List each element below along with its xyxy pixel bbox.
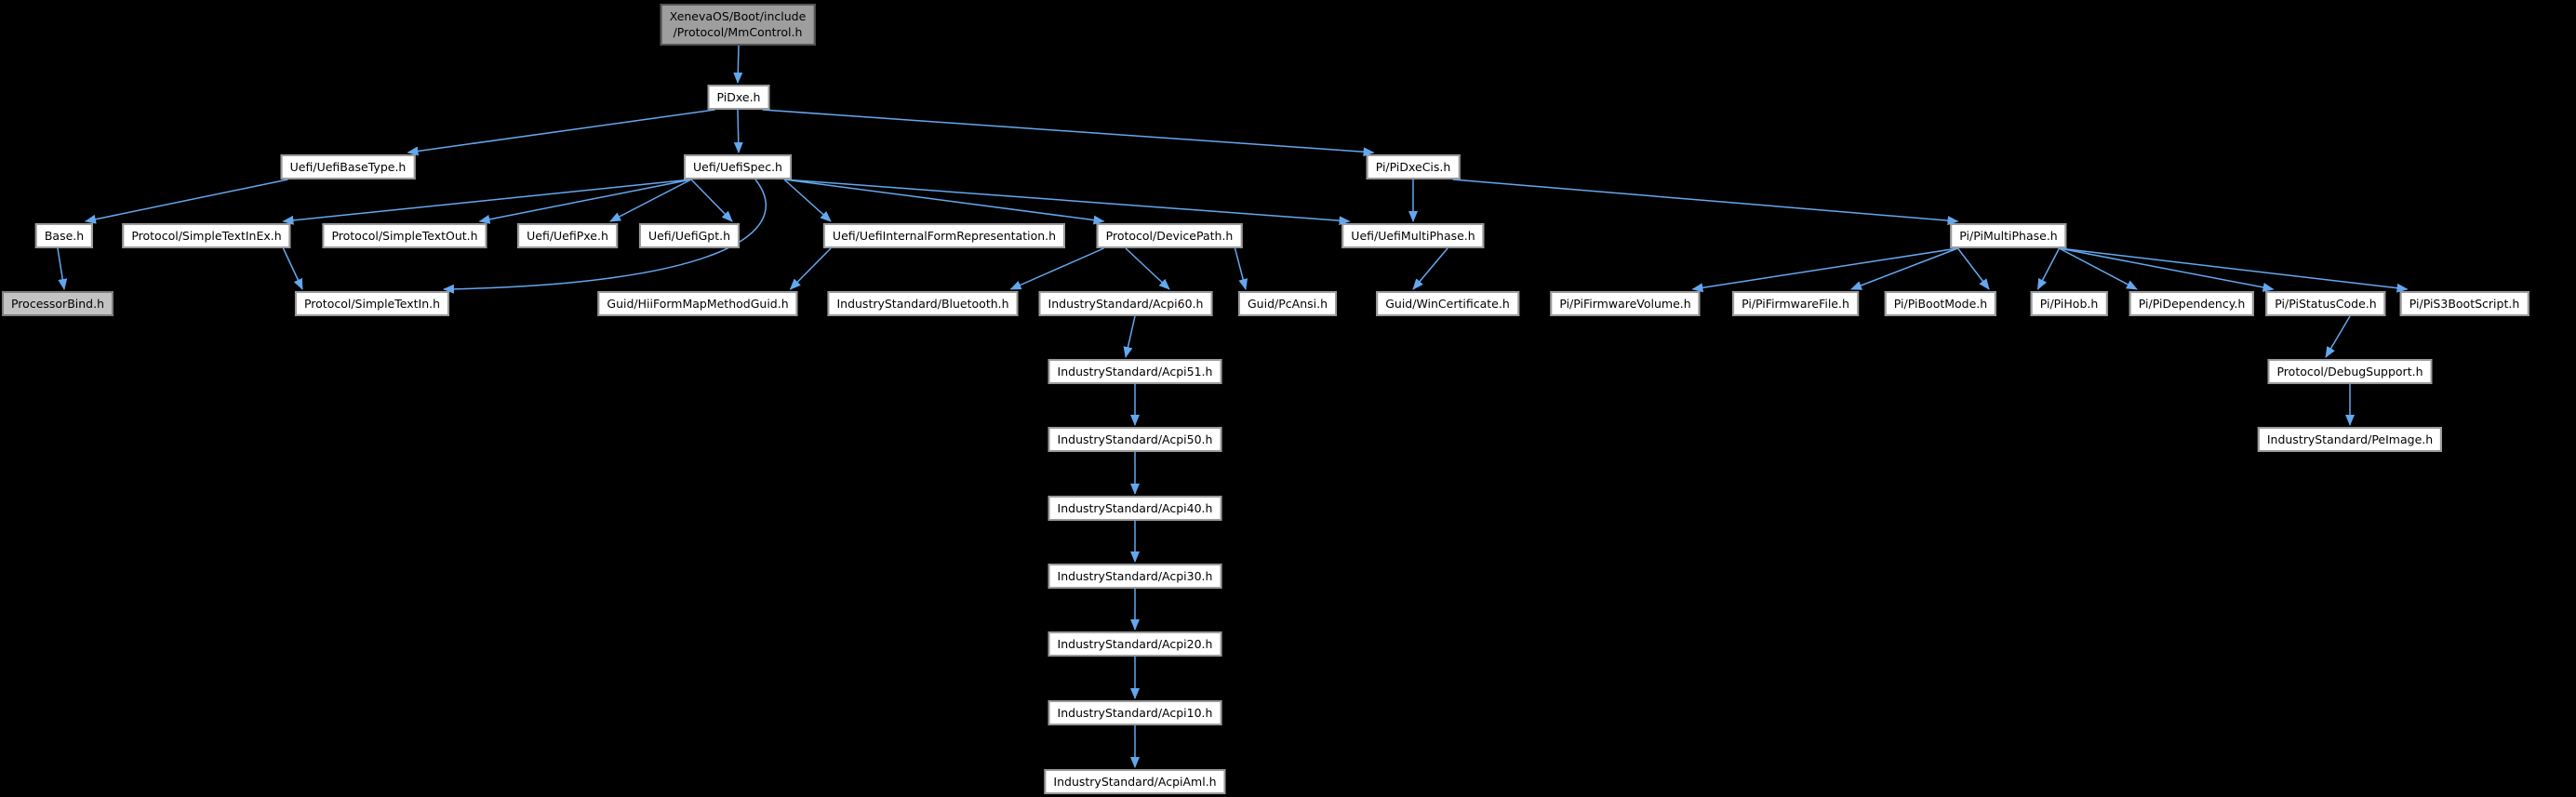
graph-edge-statuscode-to-debugsupport [2325, 315, 2351, 358]
graph-node-acpi50[interactable]: IndustryStandard/Acpi50.h [1048, 427, 1222, 453]
graph-node-acpi30[interactable]: IndustryStandard/Acpi30.h [1048, 564, 1222, 590]
graph-edge-uefibasetype-to-base [85, 179, 288, 224]
graph-edge-acpi60-to-acpi51 [1123, 315, 1136, 358]
graph-edge-pimultiphase-to-ffile [1850, 247, 1958, 290]
graph-node-statuscode[interactable]: Pi/PiStatusCode.h [2265, 291, 2386, 317]
graph-edge-uefispec-to-devicepath [783, 179, 1105, 225]
graph-node-debugsupport[interactable]: Protocol/DebugSupport.h [2267, 359, 2433, 385]
graph-node-wincert[interactable]: Guid/WinCertificate.h [1376, 291, 1519, 317]
graph-edge-base-to-processorbind [57, 247, 68, 290]
graph-node-hiiformmap[interactable]: Guid/HiiFormMapMethodGuid.h [597, 291, 798, 317]
graph-edge-pimultiphase-to-bootmode [1956, 247, 1990, 290]
graph-node-acpi60[interactable]: IndustryStandard/Acpi60.h [1038, 291, 1213, 317]
graph-edge-pimultiphase-to-statuscode [2059, 247, 2275, 292]
graph-edge-uefispec-to-uefigpt [690, 179, 733, 222]
graph-node-uefipxe[interactable]: Uefi/UefiPxe.h [517, 223, 618, 249]
graph-node-dependency[interactable]: Pi/PiDependency.h [2129, 291, 2255, 317]
graph-edge-devicepath-to-pcansi [1234, 247, 1248, 290]
graph-node-pidxecis[interactable]: Pi/PiDxeCis.h [1366, 154, 1461, 180]
graph-edge-uefispec-to-simpletextout [478, 179, 692, 224]
graph-node-uefimultiphase[interactable]: Uefi/UefiMultiPhase.h [1341, 223, 1485, 249]
graph-edge-uefispec-to-uefiinternalformrep [783, 179, 832, 222]
graph-node-bootmode[interactable]: Pi/PiBootMode.h [1884, 291, 1997, 317]
graph-edge-uefispec-to-simpletextinex [282, 179, 692, 225]
graph-node-s3boot[interactable]: Pi/PiS3BootScript.h [2399, 291, 2529, 317]
graph-edge-uefimultiphase-to-wincert [1412, 247, 1448, 290]
graph-node-uefiinternalformrep[interactable]: Uefi/UefiInternalFormRepresentation.h [822, 223, 1066, 249]
graph-edge-pimultiphase-to-dependency [2059, 247, 2138, 290]
graph-edge-pidxe-to-uefispec [733, 109, 743, 153]
graph-node-simpletextout[interactable]: Protocol/SimpleTextOut.h [322, 223, 487, 249]
graph-node-pimultiphase[interactable]: Pi/PiMultiPhase.h [1950, 223, 2067, 249]
graph-node-pidxe[interactable]: PiDxe.h [707, 85, 770, 111]
graph-node-mmcontrol: XenevaOS/Boot/include /Protocol/MmContro… [660, 4, 816, 46]
graph-edge-devicepath-to-bluetooth [1009, 247, 1104, 290]
graph-node-uefibasetype[interactable]: Uefi/UefiBaseType.h [280, 154, 416, 180]
graph-edge-pidxe-to-pidxecis [762, 109, 1375, 157]
graph-edge-uefispec-to-uefimultiphase [783, 179, 1351, 226]
graph-edge-pimultiphase-to-s3boot [2059, 247, 2409, 293]
graph-edge-uefispec-to-uefipxe [609, 179, 692, 222]
graph-node-uefigpt[interactable]: Uefi/UefiGpt.h [638, 223, 741, 249]
graph-node-devicepath[interactable]: Protocol/DevicePath.h [1096, 223, 1243, 249]
graph-node-ffile[interactable]: Pi/PiFirmwareFile.h [1732, 291, 1859, 317]
graph-node-bluetooth[interactable]: IndustryStandard/Bluetooth.h [827, 291, 1019, 317]
graph-node-pcansi[interactable]: Guid/PcAnsi.h [1238, 291, 1337, 317]
graph-edge-pimultiphase-to-fvol [1691, 247, 1958, 293]
graph-edge-simpletextinex-to-simpletextin [282, 247, 303, 290]
graph-node-base[interactable]: Base.h [34, 223, 94, 249]
graph-node-acpi20[interactable]: IndustryStandard/Acpi20.h [1048, 631, 1222, 658]
graph-edge-mmcontrol-to-pidxe [733, 45, 743, 84]
graph-node-hob[interactable]: Pi/PiHob.h [2030, 291, 2108, 317]
graph-node-acpi51[interactable]: IndustryStandard/Acpi51.h [1048, 359, 1222, 385]
graph-edge-pidxecis-to-pimultiphase [1452, 179, 1959, 226]
graph-edge-uefiinternalformrep-to-hiiformmap [789, 247, 832, 290]
graph-node-acpi10[interactable]: IndustryStandard/Acpi10.h [1048, 700, 1222, 726]
graph-edge-devicepath-to-acpi60 [1125, 247, 1170, 290]
graph-edge-pidxe-to-uefibasetype [407, 109, 715, 156]
graph-edge-pimultiphase-to-hob [2036, 247, 2061, 290]
graph-node-acpiaml[interactable]: IndustryStandard/AcpiAml.h [1044, 769, 1226, 795]
graph-node-uefispec[interactable]: Uefi/UefiSpec.h [684, 154, 792, 180]
graph-node-processorbind: ProcessorBind.h [1, 291, 114, 317]
graph-node-acpi40[interactable]: IndustryStandard/Acpi40.h [1048, 496, 1222, 522]
graph-node-simpletextinex[interactable]: Protocol/SimpleTextInEx.h [122, 223, 291, 249]
graph-node-peimage[interactable]: IndustryStandard/PeImage.h [2257, 427, 2443, 453]
graph-node-simpletextin[interactable]: Protocol/SimpleTextIn.h [294, 291, 450, 317]
graph-node-fvol[interactable]: Pi/PiFirmwareVolume.h [1550, 291, 1701, 317]
